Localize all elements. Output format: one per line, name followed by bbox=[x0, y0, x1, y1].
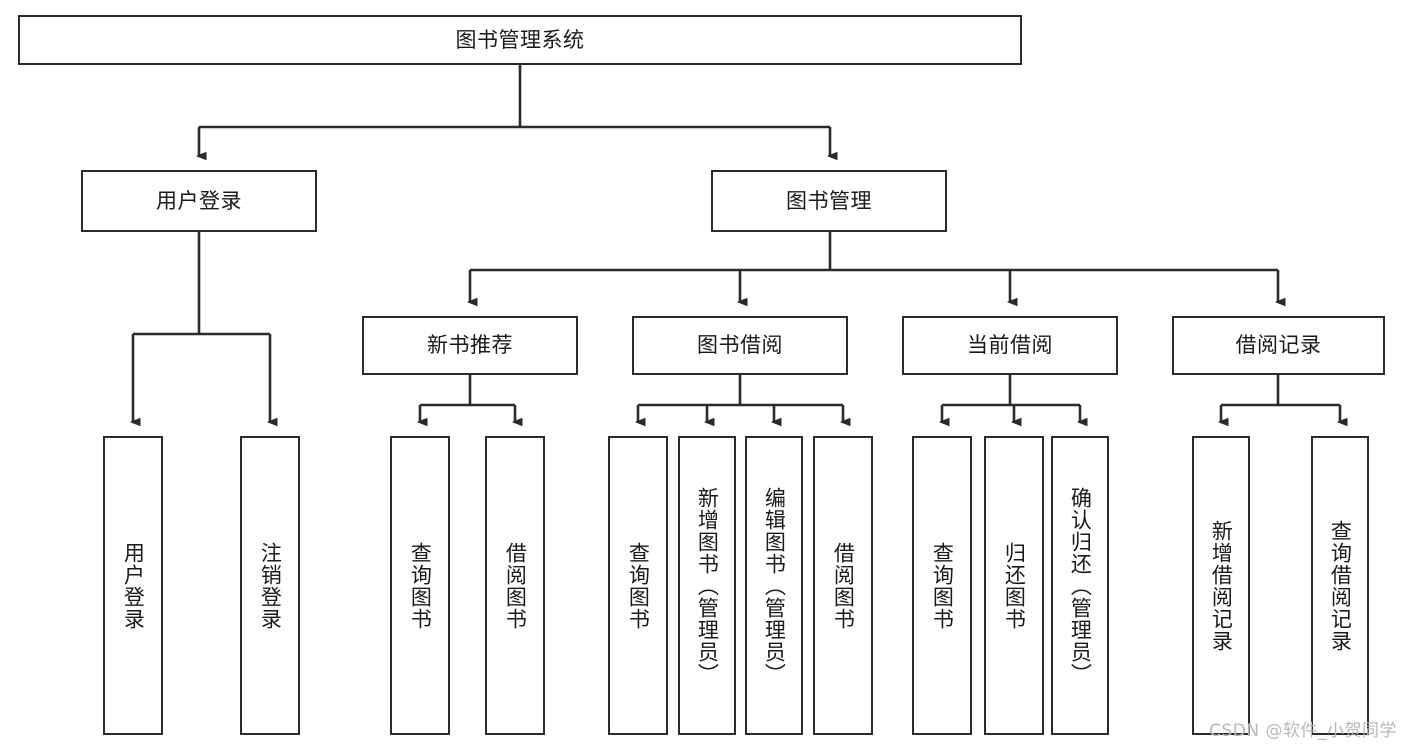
node-user-login-label: 用户登录 bbox=[156, 188, 242, 213]
node-leaf-query-book-c[interactable]: 查询图书 bbox=[912, 436, 972, 735]
node-leaf-user-login-label: 用户登录 bbox=[121, 541, 146, 630]
node-book-manage[interactable]: 图书管理 bbox=[711, 170, 947, 232]
node-current-borrow[interactable]: 当前借阅 bbox=[902, 316, 1118, 375]
node-leaf-edit-book-label: 编辑图书（管理员） bbox=[762, 486, 787, 685]
node-leaf-query-book-b-label: 查询图书 bbox=[626, 541, 651, 630]
node-leaf-query-book-c-label: 查询图书 bbox=[930, 541, 955, 630]
node-leaf-user-logout-label: 注销登录 bbox=[258, 541, 283, 630]
node-user-login[interactable]: 用户登录 bbox=[81, 170, 317, 232]
node-leaf-query-book-rec[interactable]: 查询图书 bbox=[390, 436, 450, 735]
node-leaf-return-book-label: 归还图书 bbox=[1002, 541, 1027, 630]
node-leaf-query-book-rec-label: 查询图书 bbox=[408, 541, 433, 630]
node-leaf-borrow-book-rec-label: 借阅图书 bbox=[503, 541, 528, 630]
node-leaf-user-login[interactable]: 用户登录 bbox=[103, 436, 163, 735]
node-book-borrow[interactable]: 图书借阅 bbox=[632, 316, 848, 375]
node-leaf-edit-book[interactable]: 编辑图书（管理员） bbox=[745, 436, 803, 735]
node-leaf-query-record[interactable]: 查询借阅记录 bbox=[1311, 436, 1369, 735]
node-leaf-return-book[interactable]: 归还图书 bbox=[984, 436, 1044, 735]
node-leaf-add-record-label: 新增借阅记录 bbox=[1209, 519, 1234, 652]
node-book-manage-label: 图书管理 bbox=[786, 188, 872, 213]
node-leaf-add-book[interactable]: 新增图书（管理员） bbox=[678, 436, 736, 735]
node-leaf-borrow-book-rec[interactable]: 借阅图书 bbox=[485, 436, 545, 735]
node-leaf-add-record[interactable]: 新增借阅记录 bbox=[1192, 436, 1250, 735]
node-root-label: 图书管理系统 bbox=[455, 27, 585, 52]
node-leaf-user-logout[interactable]: 注销登录 bbox=[240, 436, 300, 735]
node-leaf-borrow-book-b[interactable]: 借阅图书 bbox=[813, 436, 873, 735]
node-borrow-record[interactable]: 借阅记录 bbox=[1172, 316, 1385, 375]
node-leaf-query-record-label: 查询借阅记录 bbox=[1328, 519, 1353, 652]
node-book-borrow-label: 图书借阅 bbox=[697, 333, 783, 358]
node-root[interactable]: 图书管理系统 bbox=[18, 15, 1022, 65]
node-leaf-query-book-b[interactable]: 查询图书 bbox=[608, 436, 668, 735]
node-leaf-add-book-label: 新增图书（管理员） bbox=[695, 486, 720, 685]
node-new-book-rec[interactable]: 新书推荐 bbox=[362, 316, 578, 375]
node-current-borrow-label: 当前借阅 bbox=[967, 333, 1053, 358]
node-leaf-borrow-book-b-label: 借阅图书 bbox=[831, 541, 856, 630]
node-borrow-record-label: 借阅记录 bbox=[1235, 333, 1322, 358]
node-leaf-confirm-return[interactable]: 确认归还（管理员） bbox=[1051, 436, 1109, 735]
node-new-book-rec-label: 新书推荐 bbox=[427, 333, 513, 358]
node-leaf-confirm-return-label: 确认归还（管理员） bbox=[1068, 486, 1093, 685]
